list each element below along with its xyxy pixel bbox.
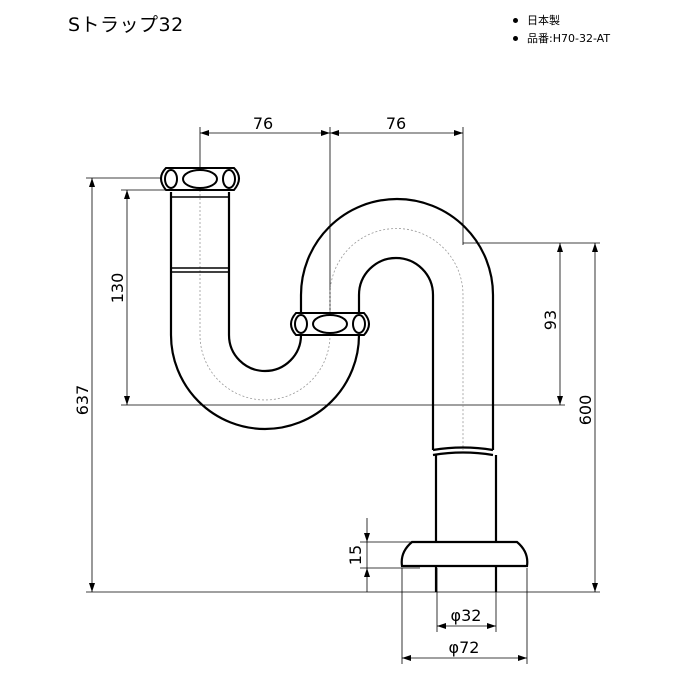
floor-flange [400,540,529,592]
dim-flange-diameter: φ72 [449,638,480,657]
spec-origin-text: 日本製 [527,14,560,27]
dim-height-total-left: 637 [73,385,92,416]
trap-pipe [169,192,495,450]
dimension-lines [86,127,600,664]
dimension-arrowheads [89,130,598,661]
dim-height-inlet: 130 [108,273,127,304]
dim-width-left: 76 [253,114,273,133]
middle-nut [290,312,370,336]
dim-pipe-diameter: φ32 [451,606,482,625]
spec-item-origin: 日本製 [513,12,610,30]
outlet-pipe [432,446,498,542]
dim-height-bend: 93 [541,310,560,330]
dim-flange-thickness: 15 [346,545,365,565]
dim-width-right: 76 [386,114,406,133]
spec-list: 日本製 品番:H70-32-AT [513,12,610,48]
dim-height-total-right: 600 [576,395,595,426]
top-nut [160,167,240,191]
bullet-icon [513,35,518,41]
inlet-sleeve [171,196,229,273]
bullet-icon [513,17,518,23]
spec-part-number-text: 品番:H70-32-AT [527,32,611,45]
page-title: Sトラップ32 [68,14,184,36]
spec-item-part-number: 品番:H70-32-AT [513,30,610,48]
